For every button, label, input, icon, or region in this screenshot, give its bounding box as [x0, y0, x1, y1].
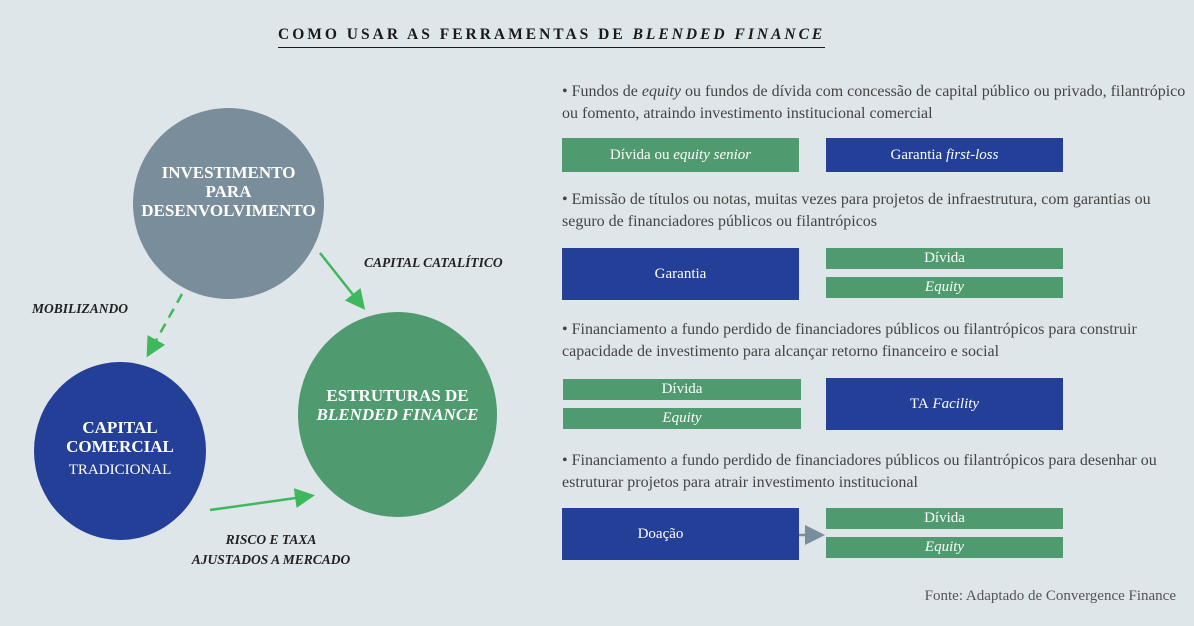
circle-capital-comercial: CAPITAL COMERCIAL TRADICIONAL — [34, 362, 206, 540]
catalitico-arrow — [319, 252, 366, 310]
text: equity senior — [673, 146, 752, 163]
circle-text: DESENVOLVIMENTO — [141, 201, 316, 220]
box-garantia-first-loss: Garantia first-loss — [826, 138, 1063, 172]
box-divida: Dívida — [826, 248, 1063, 269]
circle-investimento: INVESTIMENTO PARA DESENVOLVIMENTO — [133, 108, 324, 299]
label-mercado: RISCO E TAXA AJUSTADOS A MERCADO — [176, 530, 366, 570]
text: Emissão de títulos ou notas, muitas veze… — [562, 191, 1151, 230]
text: TA — [909, 395, 929, 412]
box-garantia: Garantia — [562, 248, 799, 300]
label-catalitico: CAPITAL CATALÍTICO — [364, 255, 503, 270]
page-title: COMO USAR AS FERRAMENTAS DE BLENDED FINA… — [278, 26, 826, 48]
text: Dívida ou — [609, 146, 670, 163]
box-doacao: Doação — [562, 508, 799, 560]
text: equity — [641, 83, 681, 100]
text: ou fundos de dívida com concessão de cap… — [562, 83, 1186, 122]
circle-text: COMERCIAL — [66, 437, 174, 456]
box-divida: Dívida — [826, 508, 1063, 529]
circle-text: PARA — [205, 182, 252, 201]
box-divida-equity-senior: Dívida ou equity senior — [562, 138, 799, 172]
mercado-arrow — [209, 488, 315, 512]
title-italic: BLENDED FINANCE — [632, 26, 826, 43]
bullet-text: • Financiamento a fundo perdido de finan… — [562, 452, 1157, 491]
text: Fundos de — [571, 83, 642, 100]
circle-text: ESTRUTURAS DE — [326, 386, 469, 405]
circle-text: BLENDED FINANCE — [316, 405, 479, 424]
label-line: RISCO E TAXA — [225, 532, 317, 547]
bullet-text: • Emissão de títulos ou notas, muitas ve… — [562, 191, 1151, 230]
bullet-text: • Financiamento a fundo perdido de finan… — [562, 321, 1137, 360]
box-equity: Equity — [826, 537, 1063, 558]
bullet-text: • Fundos de equity ou fundos de dívida c… — [562, 83, 1186, 122]
circle-text: CAPITAL — [82, 418, 158, 437]
text: Facility — [932, 395, 980, 412]
title-plain: COMO USAR AS FERRAMENTAS DE — [278, 26, 633, 43]
mobilizando-arrow — [146, 293, 184, 358]
label-line: AJUSTADOS A MERCADO — [191, 552, 351, 567]
circle-text: INVESTIMENTO — [161, 163, 296, 182]
text: Garantia — [890, 146, 943, 163]
circle-subtext: TRADICIONAL — [68, 462, 172, 478]
label-mobilizando: MOBILIZANDO — [32, 301, 129, 316]
text: Financiamento a fundo perdido de financi… — [562, 321, 1137, 360]
box-divida: Dívida — [563, 379, 801, 400]
box-ta-facility: TA Facility — [826, 378, 1063, 430]
box-equity: Equity — [826, 277, 1063, 298]
circle-estruturas: ESTRUTURAS DE BLENDED FINANCE — [298, 312, 497, 517]
text: first-loss — [945, 146, 999, 163]
source-note: Fonte: Adaptado de Convergence Finance — [924, 588, 1176, 604]
text: Financiamento a fundo perdido de financi… — [562, 452, 1157, 491]
box-equity: Equity — [563, 408, 801, 429]
